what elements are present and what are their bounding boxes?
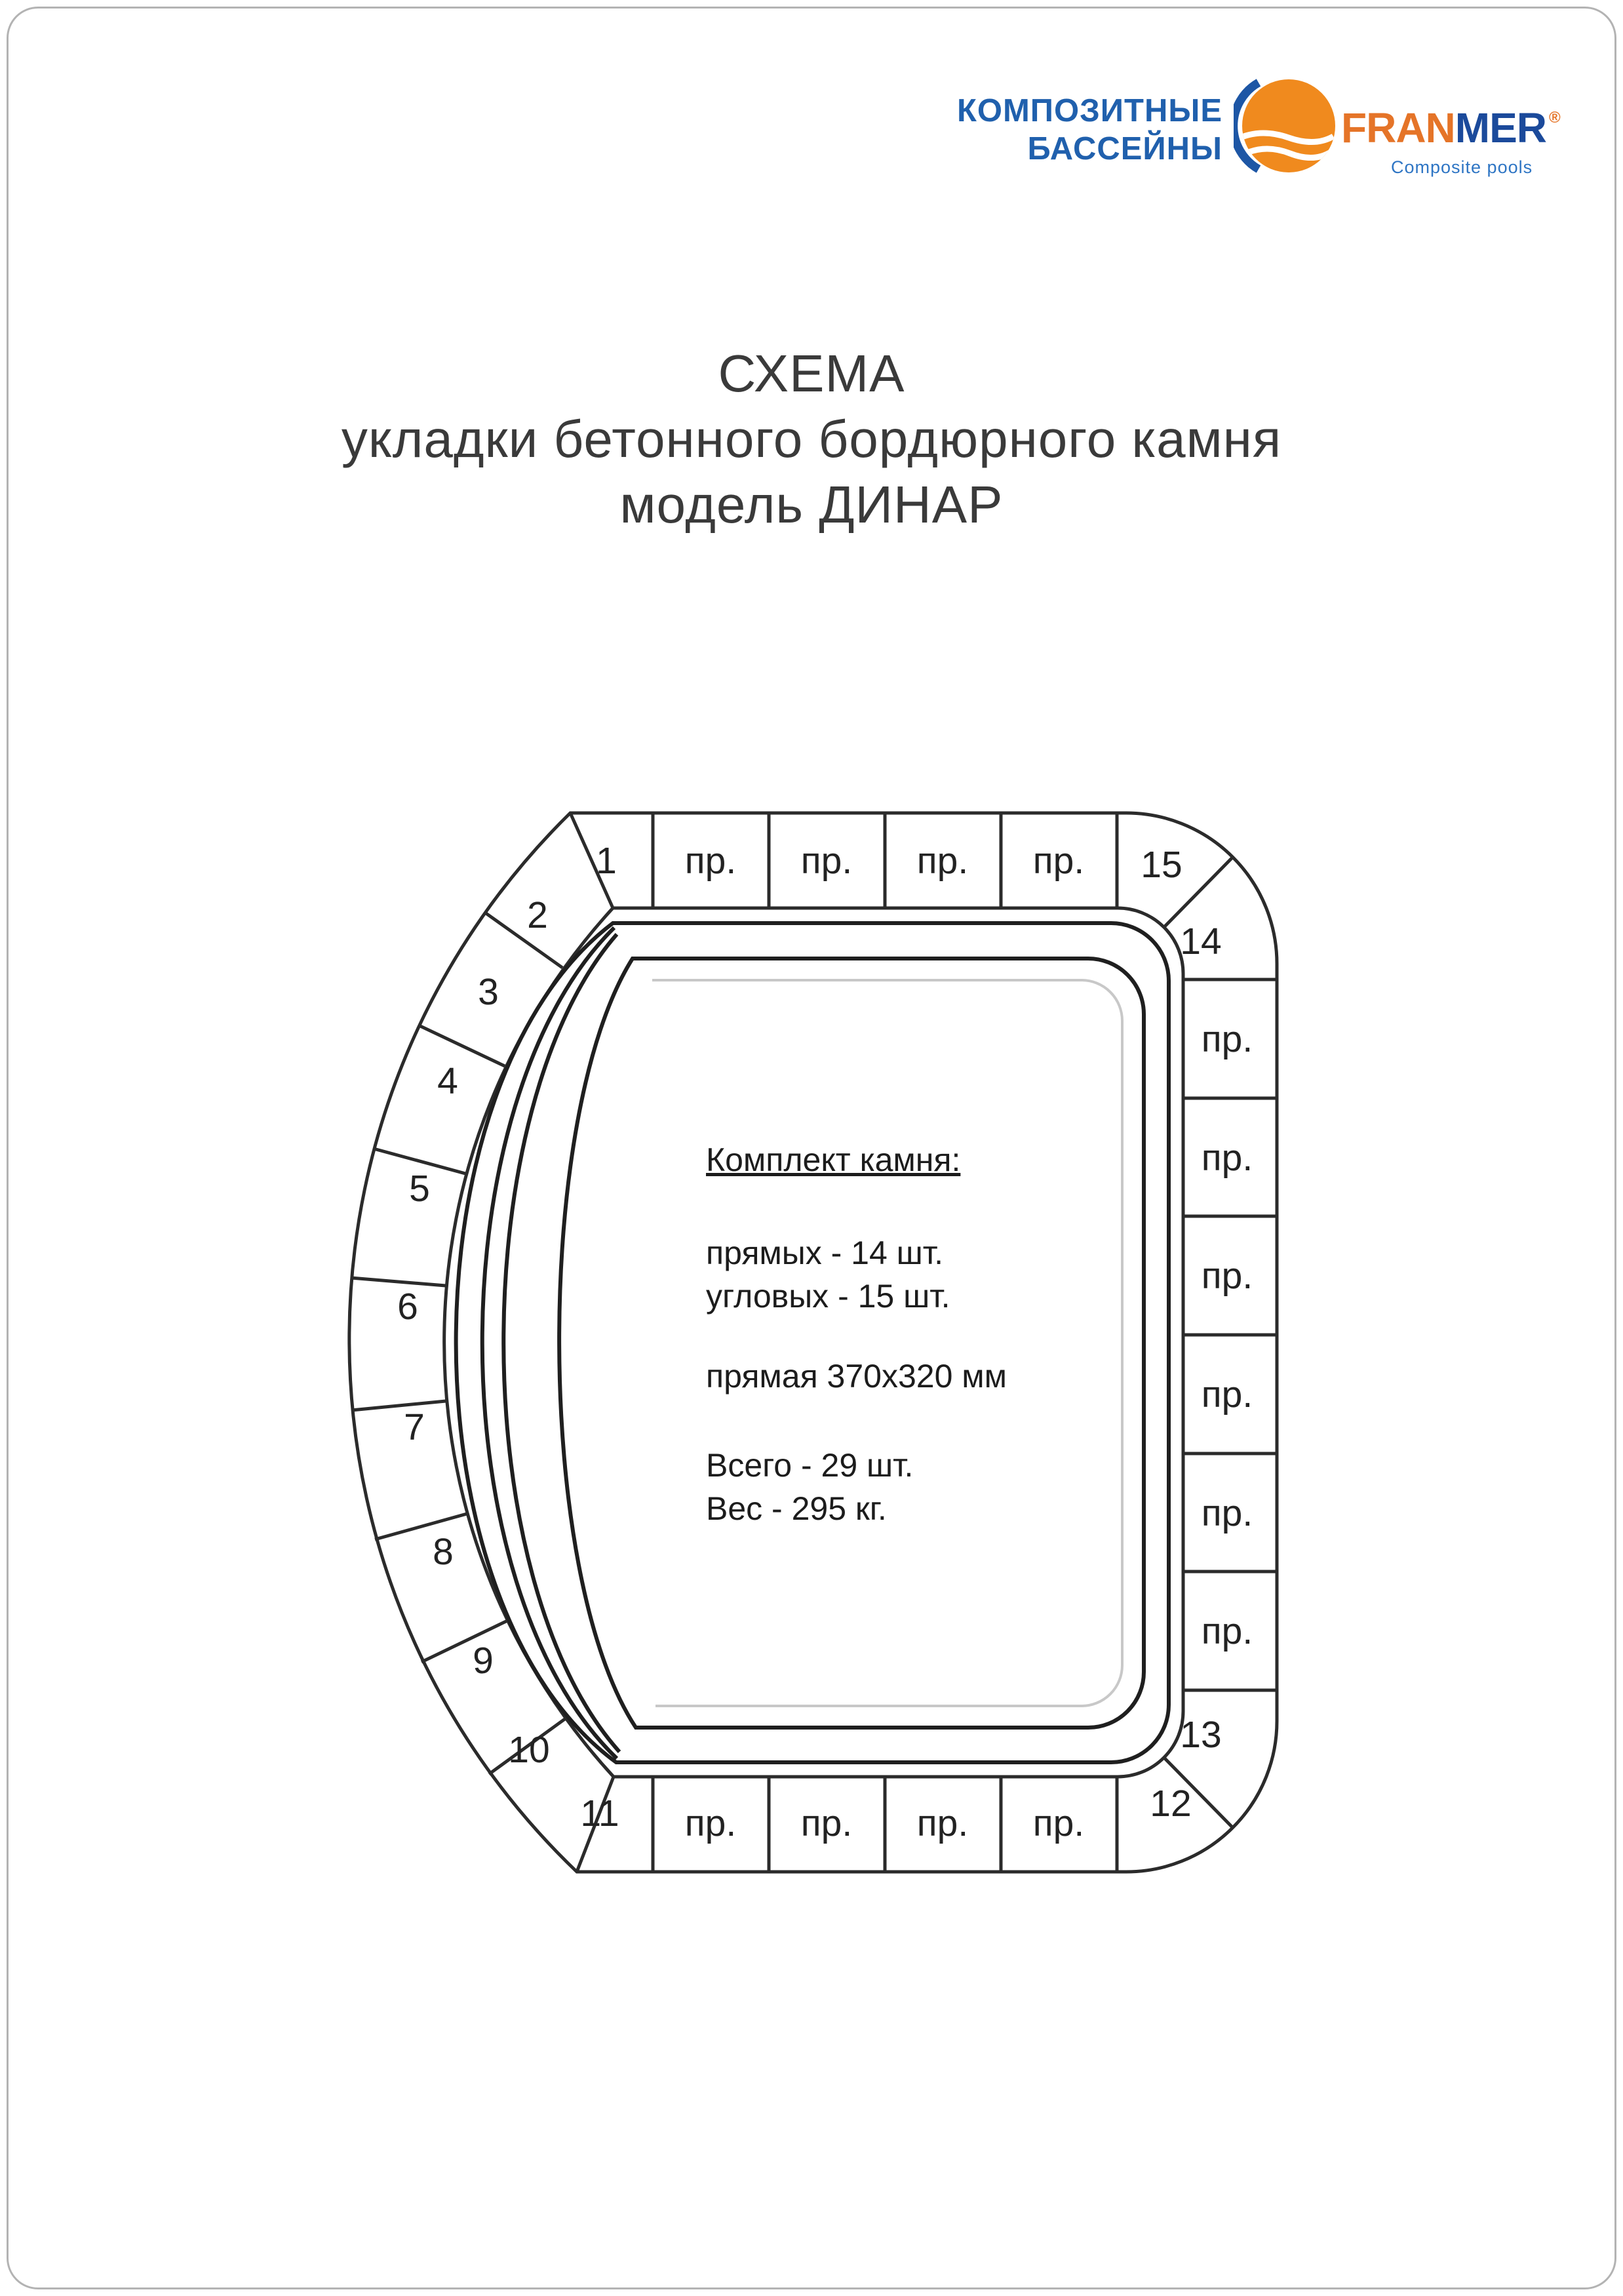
- segment-label-8: 8: [433, 1531, 454, 1573]
- pool-waterline: [652, 979, 1124, 1707]
- info-stone-size: прямая 370х320 мм: [706, 1358, 1007, 1395]
- segment-label-pr: пр.: [685, 840, 736, 882]
- segment-label-pr: пр.: [1202, 1374, 1253, 1415]
- segment-label-pr: пр.: [917, 1802, 968, 1844]
- ring-divider: [1163, 1756, 1234, 1829]
- title-line1: СХЕМА: [718, 344, 905, 403]
- segment-label-13: 13: [1180, 1714, 1221, 1756]
- ring-divider: [350, 1276, 446, 1288]
- ring-divider: [374, 1512, 467, 1541]
- segment-label-pr: пр.: [1202, 1018, 1253, 1060]
- page-title: СХЕМА укладки бетонного бордюрного камня…: [0, 341, 1623, 538]
- brand-subtext: Composite pools: [1391, 157, 1533, 177]
- segment-label-3: 3: [478, 971, 499, 1013]
- title-line3: модель ДИНАР: [619, 475, 1004, 534]
- segment-label-14: 14: [1180, 920, 1221, 962]
- segment-label-10: 10: [508, 1729, 549, 1771]
- ring-divider: [488, 1716, 567, 1776]
- tagline-line1: КОМПОЗИТНЫЕ: [956, 93, 1222, 129]
- segment-label-pr: пр.: [1202, 1137, 1253, 1179]
- brand-tagline: КОМПОЗИТНЫЕ БАССЕЙНЫ: [852, 92, 1222, 168]
- info-total-weight: Вес - 295 кг.: [706, 1490, 887, 1527]
- ring-divider: [373, 1147, 466, 1176]
- segment-label-9: 9: [473, 1640, 494, 1682]
- segment-label-5: 5: [409, 1168, 430, 1210]
- pool-step-arc-1: [480, 926, 619, 1760]
- ring-divider: [484, 911, 564, 970]
- segment-label-pr: пр.: [1202, 1492, 1253, 1534]
- segment-label-15: 15: [1141, 844, 1182, 886]
- segment-label-pr: пр.: [801, 1802, 852, 1844]
- segment-label-2: 2: [527, 894, 548, 936]
- ring-divider: [351, 1399, 446, 1412]
- segment-label-pr: пр.: [1202, 1610, 1253, 1652]
- brand-wordmark: FRANMER®: [1341, 104, 1561, 152]
- brand-fran: FRAN: [1341, 104, 1456, 151]
- segment-label-1: 1: [596, 840, 617, 882]
- segment-label-pr: пр.: [1033, 840, 1084, 882]
- ring-divider: [420, 1619, 509, 1664]
- brand-mer: MER: [1455, 104, 1547, 151]
- segment-label-6: 6: [397, 1286, 418, 1328]
- ring-divider: [568, 812, 615, 909]
- segment-label-pr: пр.: [801, 840, 852, 882]
- segment-label-pr: пр.: [917, 840, 968, 882]
- segment-label-pr: пр.: [1202, 1255, 1253, 1297]
- page-border: [7, 7, 1616, 2289]
- info-corner-count: угловых - 15 шт.: [706, 1278, 950, 1315]
- segment-label-12: 12: [1150, 1783, 1191, 1825]
- pool-step-arc-2: [501, 933, 621, 1754]
- pool-rim-outline: [454, 921, 1171, 1764]
- franmer-sun-icon: [1234, 79, 1335, 173]
- segment-label-pr: пр.: [1033, 1802, 1084, 1844]
- ring-divider: [418, 1023, 506, 1068]
- info-total-count: Всего - 29 шт.: [706, 1447, 914, 1484]
- segment-label-11: 11: [580, 1792, 619, 1834]
- sun-waves-icon: [1242, 130, 1335, 161]
- ring-divider: [575, 1776, 616, 1872]
- info-straight-count: прямых - 14 шт.: [706, 1235, 944, 1271]
- pool-basin-outline: [557, 957, 1146, 1730]
- stone-kit-info: Комплект камня: прямых - 14 шт. угловых …: [706, 1138, 1007, 1530]
- wave-swoosh-icon: [1234, 79, 1261, 173]
- tagline-line2: БАССЕЙНЫ: [1027, 131, 1222, 167]
- registered-mark: ®: [1548, 109, 1561, 127]
- segment-label-pr: пр.: [685, 1802, 736, 1844]
- segment-label-7: 7: [404, 1406, 425, 1448]
- ring-divider: [1163, 856, 1234, 928]
- info-heading: Комплект камня:: [706, 1141, 961, 1178]
- title-line2: укладки бетонного бордюрного камня: [341, 410, 1282, 468]
- segment-label-4: 4: [437, 1060, 458, 1102]
